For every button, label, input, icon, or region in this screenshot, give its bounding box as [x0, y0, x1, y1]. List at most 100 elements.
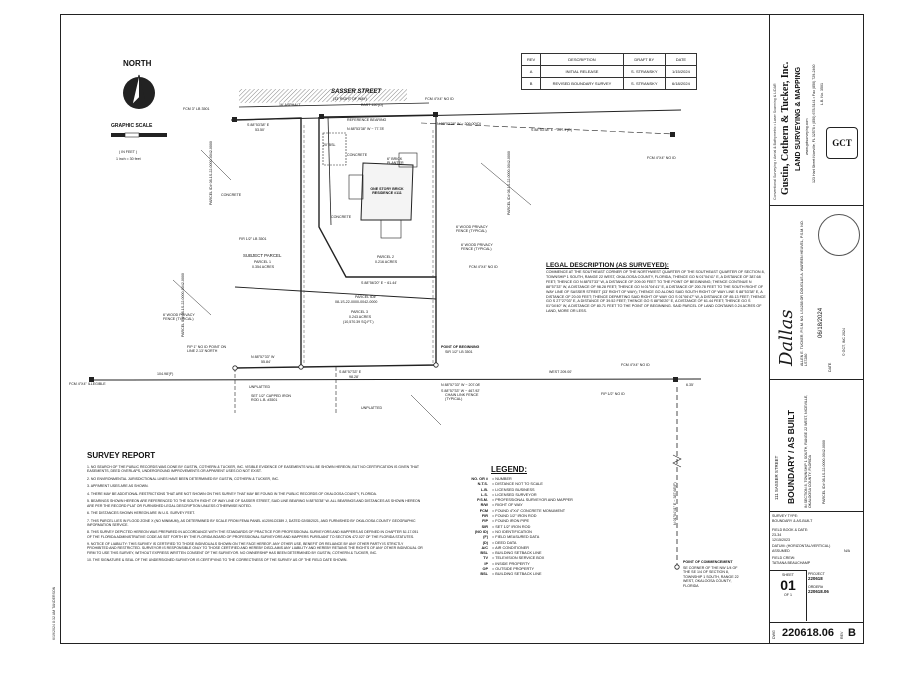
survey-type: BOUNDARY & AS-BUILT [772, 519, 813, 523]
east-fence-label: 6' WOOD PRIVACY FENCE (TYPICAL) [456, 225, 488, 234]
set-rod-label: SET 1/2" CAPPED IRON ROD L.B. #3501 [251, 394, 291, 403]
signature-block: Dallas ALLEN E. TUCKER, P.S.M. NO. LS428… [770, 205, 864, 380]
fir-half-label: FIR 1/2" LB 3501 [239, 237, 267, 241]
dim-104-label: 104.98'(F) [157, 372, 174, 376]
report-item: 2. NO ENVIRONMENTAL JURISDICTIONAL LINES… [87, 476, 280, 481]
planter-label: 6" BRICK PLANTER [387, 157, 404, 166]
report-item: 1. NO SEARCH OF THE PUBLIC RECORDS WAS D… [87, 465, 419, 474]
field-crew: TATIANA BEAUCHAMP [772, 561, 811, 565]
east-label: EAST 150'(D) [361, 103, 383, 107]
report-item: 7. THIS PARCEL LIES IN FLOOD ZONE X (NO … [87, 518, 416, 527]
monument-pob [433, 362, 439, 368]
datum-vertical: N/A [844, 549, 850, 553]
company-address: 123 Hart Street Niceville, FL 32578 • (8… [812, 64, 816, 183]
project-title-block: 111 SASSER STREET BOUNDARY / AS BUILT IN… [770, 379, 864, 512]
legend-item: R/W= RIGHT OF WAY [480, 503, 523, 508]
fir-east-label: FCM 4"X4" NO ID [469, 265, 498, 269]
legend-item: OP= OUTSIDE PROPERTY [482, 567, 535, 572]
fip-right-label: FIP 1/2" NO ID [601, 392, 625, 396]
street-hatch [239, 89, 407, 103]
chain-fence-label: CHAIN LINK FENCE (TYPICAL) [445, 393, 479, 402]
mid-south2-len: 98.28' [349, 375, 359, 379]
mid-south-len: 55.84' [261, 360, 271, 364]
north-line-label: S 88°53'38" E ~ 207.9'(D) [531, 128, 572, 132]
monument-n [319, 114, 324, 119]
concrete-label-1: CONCRETE [347, 153, 368, 157]
legend-item: BSL= BUILDING SETBACK LINE [480, 551, 542, 556]
setback-label: 20' BSL [323, 143, 336, 147]
legend-list: NO. OR #= NUMBER N.T.S.= DISTANCE NOT TO… [471, 477, 611, 578]
monument-sw [298, 364, 304, 370]
company-logo: GCT [826, 127, 858, 159]
report-item: 8. THIS SURVEY DEPICTED HEREON WAS PREPA… [87, 530, 419, 539]
legend-item: A/C= AIR CONDITIONER [481, 545, 530, 550]
project-box: PROJECT 220618 ORDER# 220618.06 [808, 572, 829, 595]
company-lb: L.B. No. 3501 [820, 83, 824, 105]
north-dim-label: N 01°04'41" E ~ 387.68'(F) [673, 482, 677, 525]
survey-info-block: SURVEY TYPE: BOUNDARY & AS-BUILT FIELD B… [770, 511, 864, 644]
parcel-mid-number: 08-1S-22-0000-0042-0000 [335, 300, 378, 304]
report-item: 4. THERE MAY BE ADDITIONAL RESTRICTIONS … [87, 491, 377, 496]
surveyor-name: ALLEN E. TUCKER, P.S.M. NO. LS4288 OR DO… [800, 220, 809, 366]
datum-label: DATUM: (HORIZONTAL/VERTICAL) [772, 544, 831, 548]
south-seg-b: S 88°57'33" W ~ 467.92' [441, 389, 480, 393]
monument-se [673, 377, 678, 382]
legend-item: (D)= DEED DATA [482, 540, 517, 545]
mid-south-label: N 88°57'33" W [251, 355, 275, 359]
parcel3-sqft: (10,570.39 SQ.FT.) [343, 320, 374, 324]
parcel-id-adjoining: PARCEL ID# 08-1S-22-0000-0042-0000 [209, 141, 213, 205]
sheet-box: SHEET 01 OF 1 [770, 570, 807, 621]
legend-item: L.B.= LICENSED BUSINESS [480, 487, 535, 492]
legend-item: SIR= SET 1/2" IRON ROD [481, 524, 531, 529]
south-seg-a: N 88°57'33" W ~ 207.08' [441, 383, 481, 387]
legend-item: P.S.M.= PROFESSIONAL SURVEYOR AND MAPPER [477, 498, 573, 503]
concrete-label-2: CONCRETE [221, 193, 242, 197]
monument-commencement [674, 564, 680, 570]
parcel-id-adjoining: PARCEL ID# 08-1S-22-0000-0042-0000 [181, 273, 185, 337]
north-seg2: N 88°53'38" W ~ 77.78' [347, 127, 385, 131]
field-book-label: FIELD BOOK & DATE: [772, 528, 809, 532]
house-label: ONE STORY BRICK RESIDENCE #111 [370, 187, 404, 196]
monument-ne [433, 112, 438, 117]
legend-item: NO. OR #= NUMBER [471, 477, 512, 481]
company-subtitle: LAND SURVEYING & MAPPING [795, 66, 802, 171]
legend-item: FIP= FOUND IRON PIPE [482, 519, 530, 524]
survey-report-title: SURVEY REPORT [87, 451, 156, 460]
legal-title: LEGAL DESCRIPTION (AS SURVEYED): [546, 262, 669, 269]
signature-date: 06/18/2024 [818, 307, 824, 338]
legend-item: (NO ID)= NO IDENTIFICATION [474, 529, 532, 534]
revision-row: B REVISED BOUNDARY SURVEY S. STRANSKY 6/… [520, 77, 698, 90]
street-name: SASSER STREET [331, 89, 382, 95]
north-label: NORTH [123, 59, 152, 68]
pob-sub: SIR 1/2" LB 3501 [445, 350, 473, 354]
project-location: IN SECTION 8, TOWNSHIP 1 SOUTH, RANGE 22… [804, 394, 813, 508]
parcel-id: PARCEL ID# 08-1S-22-0000-0042-0000 [822, 440, 826, 504]
legend-item: FCM= FOUND 4"X4" CONCRETE MONUMENT [479, 508, 566, 513]
legend-item: N.T.S.= DISTANCE NOT TO SCALE [477, 482, 543, 487]
fcm-nw-label: FCM 3" LB 3501 [183, 107, 210, 111]
project-title: BOUNDARY / AS BUILT [786, 410, 796, 504]
unplatted-label-1: UNPLATTED [249, 385, 271, 389]
asphalt-label: 16' ASPHALT [279, 103, 301, 107]
fcm-w-label: FCM 4"X4" ILLEGIBLE [69, 382, 106, 386]
parcel2-label: PARCEL 2 [377, 255, 394, 259]
concrete-label-3: CONCRETE [331, 215, 352, 219]
company-web: www.gctsurveying.com [805, 118, 809, 155]
monument-e [670, 132, 675, 137]
legend-item: IP= INSIDE PROPERTY [484, 561, 530, 566]
field-book: 23-34 [772, 533, 782, 537]
report-item: 10. THE SIGNATURE & SEAL OF THE UNDERSIG… [87, 558, 348, 563]
legal-body: COMMENCE AT THE SOUTHEAST CORNER OF THE … [546, 270, 766, 314]
fcm-ne-label: FCM 4"X4" NO ID [425, 97, 454, 101]
legend-item: L.S.= LICENSED SURVEYOR [481, 492, 537, 497]
north-arrow-icon [119, 71, 159, 111]
street-row: (33' RIGHT OF WAY) [333, 97, 367, 101]
legend-item: FIR= FOUND 1/2" IRON ROD [481, 514, 537, 519]
monument-far-w [89, 377, 94, 382]
west-label: WEST 209.00' [549, 370, 572, 374]
wood-fence-label-1: 6' WOOD PRIVACY FENCE (TYPICAL) [163, 313, 195, 322]
field-date: 12/15/2023 [772, 538, 790, 542]
north-seg3: N 88°53'38" W ~ 209.00'(D) [437, 122, 482, 126]
parcel-mid-label: PARCEL ID# [355, 295, 376, 299]
parcel2-area: 0.216 ACRES [375, 260, 398, 264]
